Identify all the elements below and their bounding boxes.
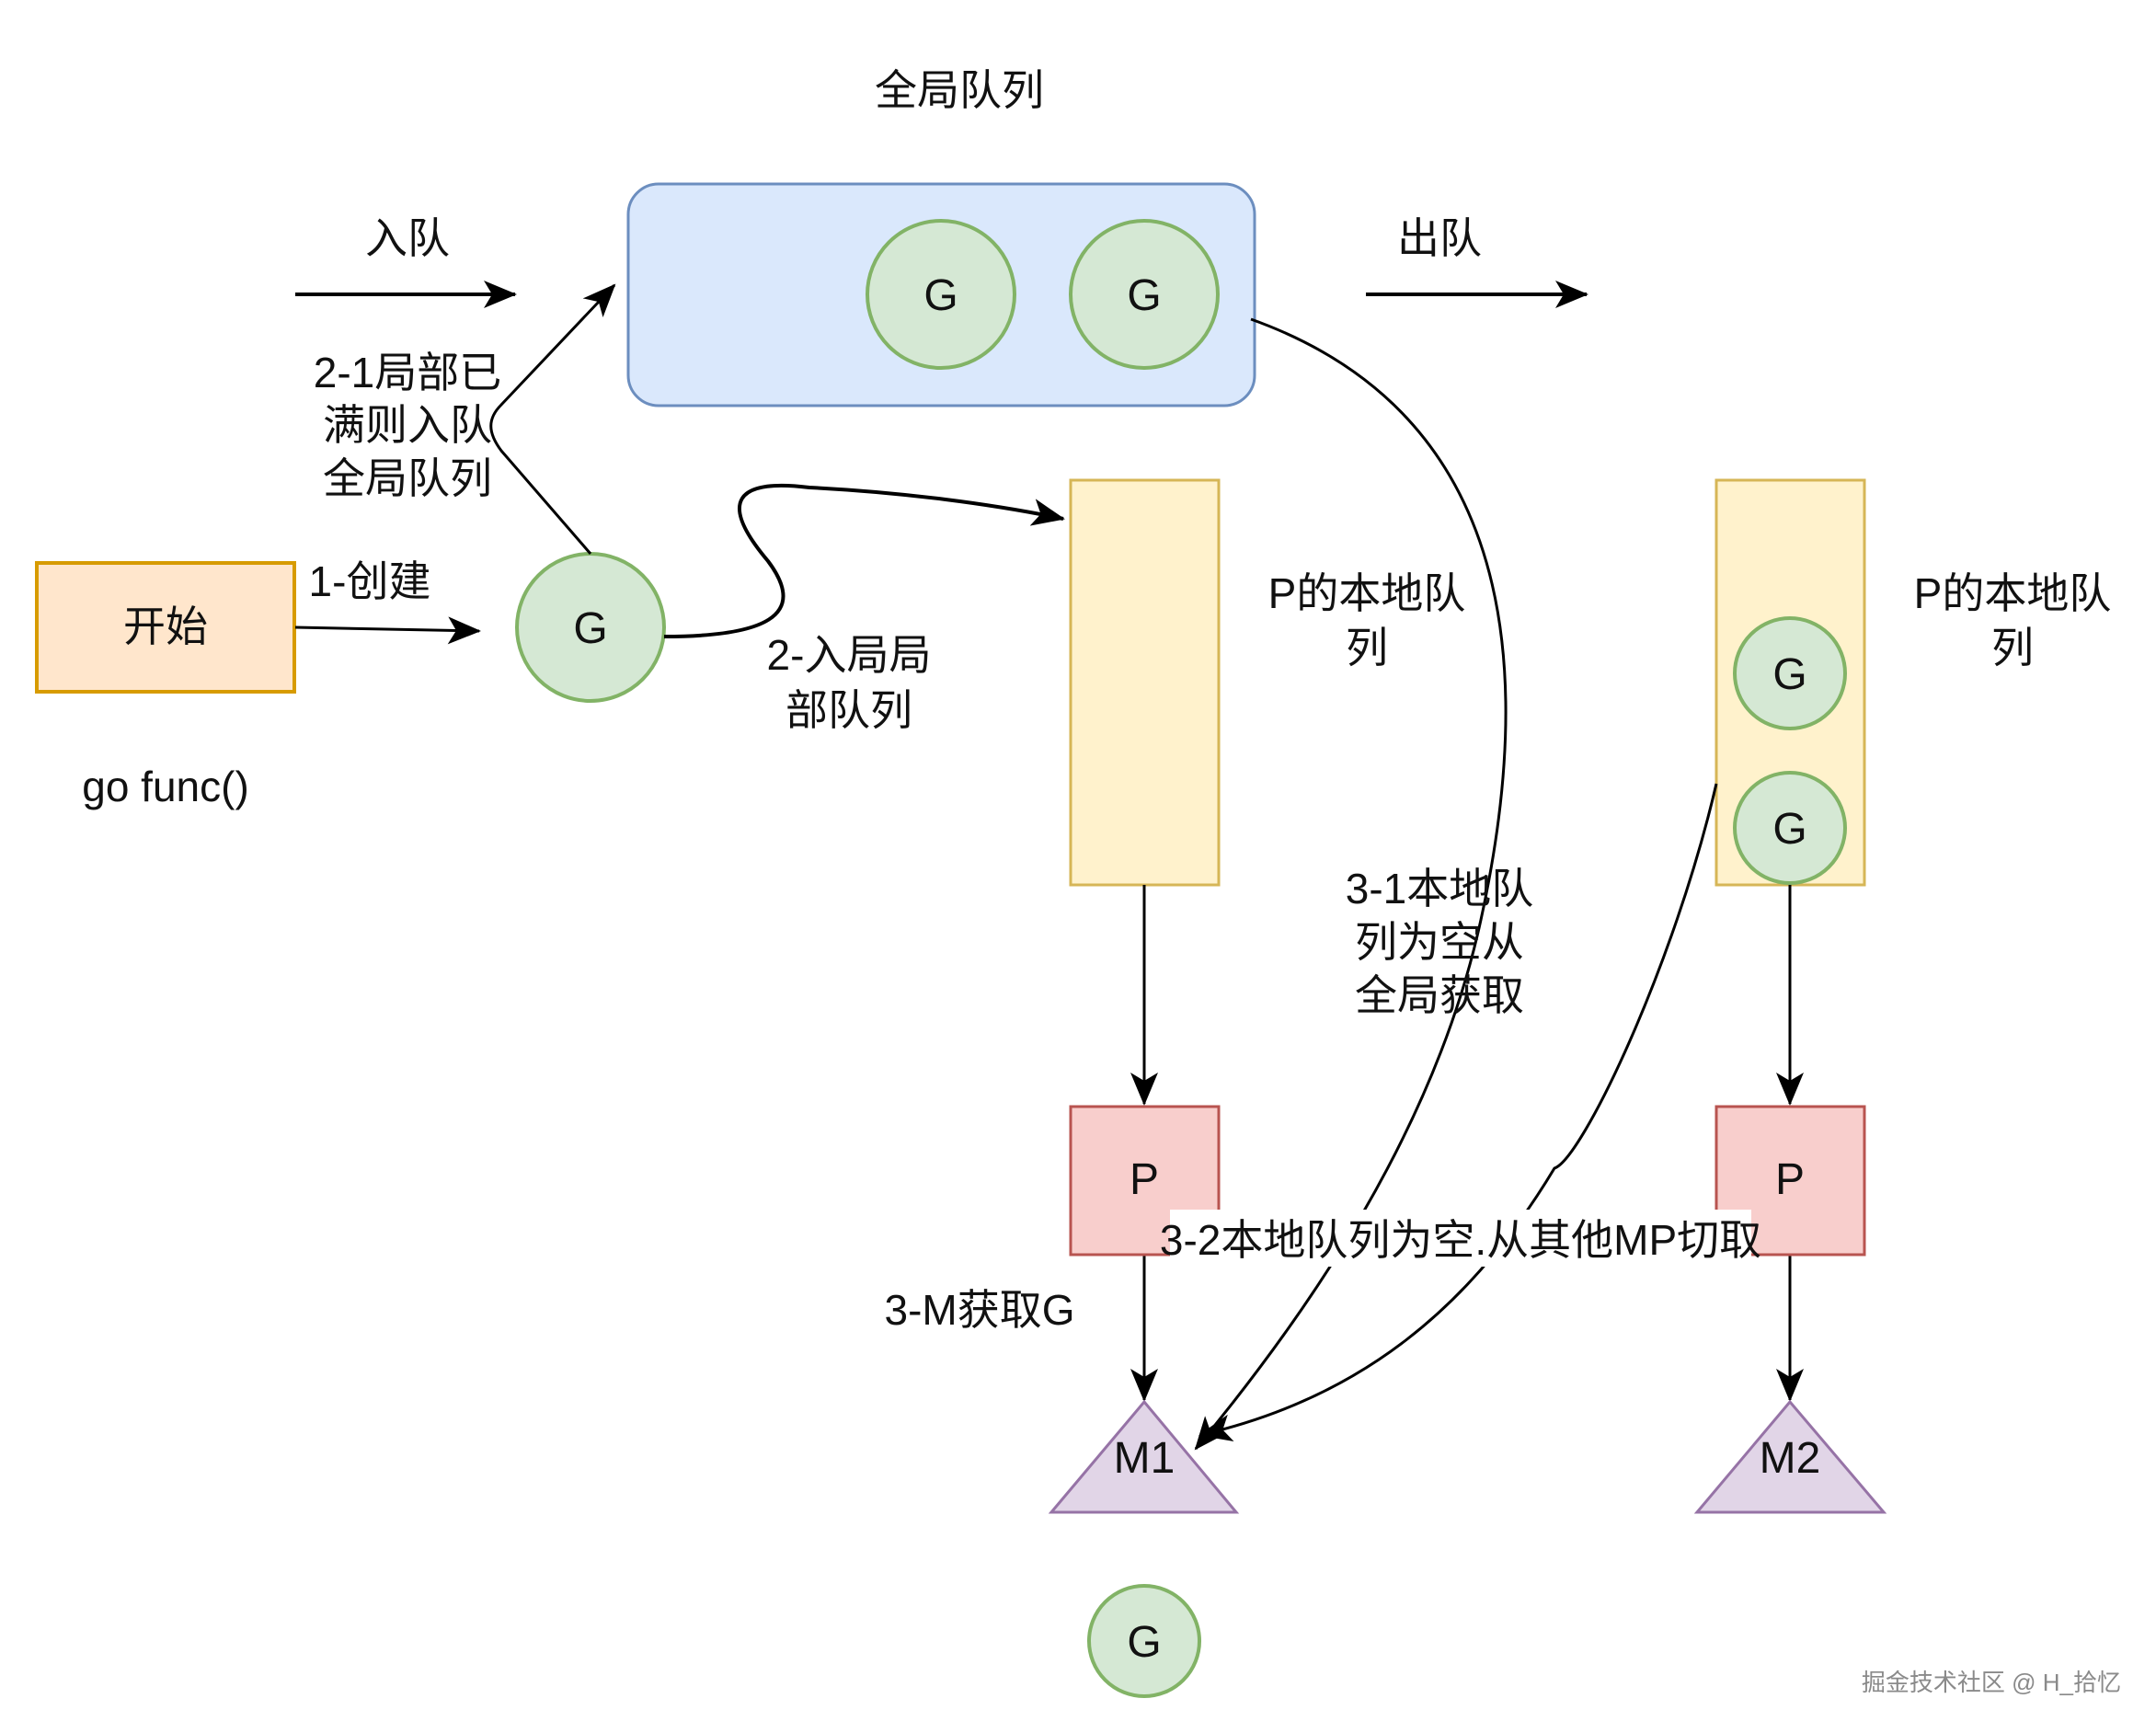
g-label: G [573, 604, 607, 653]
overflow-label-line-2: 满则入队 [323, 401, 492, 449]
start-label: 开始 [123, 603, 208, 650]
global-queue-g-1: G [866, 219, 1016, 370]
local-queue-1-label-line-1: P的本地队 [1268, 569, 1466, 617]
g-label: G [1772, 805, 1806, 854]
overflow-to-global-edge [489, 283, 616, 555]
p1-label: P [1130, 1155, 1159, 1204]
local-queue-2-g-2: G [1733, 771, 1847, 885]
global-queue-g-2: G [1069, 219, 1220, 370]
go-func-label: go func() [82, 763, 249, 810]
machine-m1 [1048, 1399, 1240, 1514]
m2-label: M2 [1760, 1434, 1821, 1483]
g-label: G [1127, 271, 1161, 320]
steal-edge [1198, 783, 1718, 1442]
create-arrow [294, 616, 481, 645]
m-get-g-label: 3-M获取G [885, 1286, 1075, 1334]
enqueue-local-label-line-2: 部队列 [786, 686, 912, 734]
machine-m2 [1693, 1399, 1887, 1514]
enqueue-local-edge [663, 483, 1065, 638]
p2-label: P [1775, 1155, 1805, 1204]
running-goroutine: G [1087, 1584, 1201, 1698]
overflow-label-line-1: 2-1局部已 [314, 349, 501, 396]
local-queue-2-label-line-2: 列 [1991, 624, 2034, 671]
local-queue-1-label-line-2: 列 [1346, 624, 1388, 671]
overflow-label-line-3: 全局队列 [323, 454, 492, 502]
create-label: 1-创建 [309, 557, 431, 605]
from-global-edge [1194, 317, 1508, 1451]
local-queue-2-label-line-1: P的本地队 [1914, 569, 2112, 617]
m1-label: M1 [1114, 1434, 1175, 1483]
from-global-label-line-3: 全局获取 [1355, 971, 1524, 1019]
local-queue-1 [1069, 478, 1221, 887]
start-box [35, 561, 296, 694]
from-global-label-line-2: 列为空从 [1355, 918, 1524, 966]
dequeue-label: 出队 [1397, 214, 1482, 262]
g-label: G [1772, 650, 1806, 699]
steal-label: 3-2本地队列为空.从其他MP切取 [1160, 1216, 1761, 1264]
steal-label-bg [1170, 1210, 1751, 1267]
g-label: G [923, 271, 958, 320]
enqueue-label: 入队 [365, 214, 450, 262]
watermark: 掘金技术社区 @ H_拾忆 [1862, 1669, 2121, 1696]
local-queue-2-g-1: G [1733, 616, 1847, 730]
from-global-label-line-1: 3-1本地队 [1346, 865, 1533, 912]
enqueue-local-label-line-1: 2-入局局 [767, 631, 932, 679]
g-label: G [1127, 1618, 1161, 1667]
global-queue-title: 全局队列 [875, 66, 1044, 114]
new-goroutine: G [515, 552, 666, 703]
